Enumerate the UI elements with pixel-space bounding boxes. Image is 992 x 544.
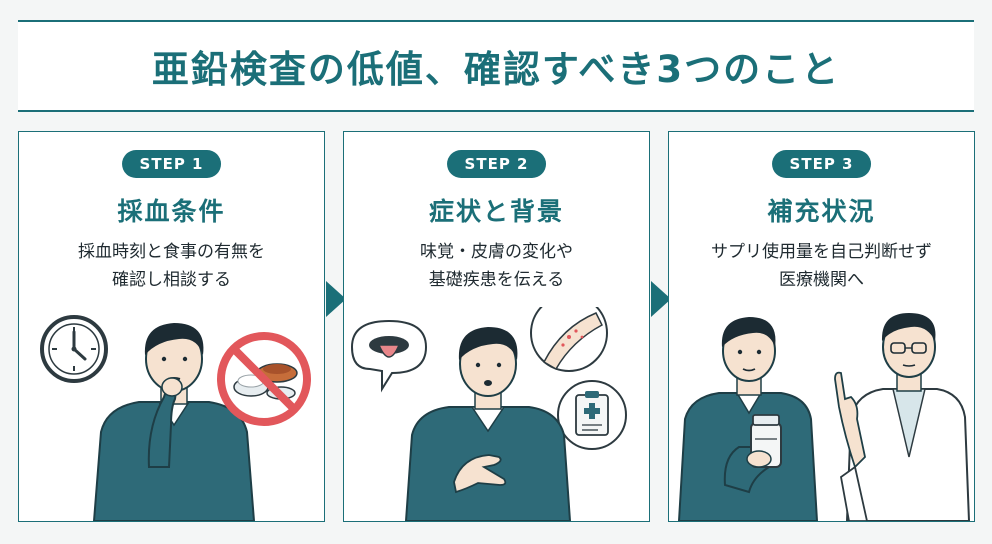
step-2-badge: STEP 2 <box>446 150 547 178</box>
worried-man-icon <box>404 327 572 521</box>
step-1-desc-line-2: 確認し相談する <box>112 270 231 290</box>
doctor-icon <box>834 313 971 521</box>
step-1-desc-line-1: 採血時刻と食事の有無を <box>78 242 265 262</box>
step-2-to-3-arrow <box>651 281 671 317</box>
step-1-panel: STEP 1 採血条件 採血時刻と食事の有無を 確認し相談する <box>18 131 325 522</box>
thinking-man-icon <box>92 323 256 521</box>
step-1-heading: 採血条件 <box>117 197 226 226</box>
step-2-heading: 症状と背景 <box>428 197 564 226</box>
prohibited-meal-icon <box>217 332 311 426</box>
step-3-panel: STEP 3 補充状況 サプリ使用量を自己判断せず 医療機関へ <box>668 131 975 522</box>
man-holding-bottle-icon <box>677 317 819 521</box>
step-3-description: サプリ使用量を自己判断せず 医療機関へ <box>669 238 974 294</box>
step-3-desc-line-1: サプリ使用量を自己判断せず <box>711 242 932 262</box>
step-2-desc-line-1: 味覚・皮膚の変化や <box>420 242 573 262</box>
step-3-heading: 補充状況 <box>767 197 876 226</box>
skin-rash-icon <box>530 307 608 372</box>
step-1-to-2-arrow <box>326 281 346 317</box>
step-1-illustration <box>40 315 311 521</box>
title-banner: 亜鉛検査の低値、確認すべき3つのこと <box>18 20 974 112</box>
step-2-description: 味覚・皮膚の変化や 基礎疾患を伝える <box>344 238 649 294</box>
clock-icon <box>40 315 108 383</box>
step-3-desc-line-2: 医療機関へ <box>779 270 864 290</box>
step-2-illustration <box>350 307 627 521</box>
medical-clipboard-icon <box>557 380 627 450</box>
step-3-badge: STEP 3 <box>771 150 872 178</box>
supplement-bottle-icon <box>746 414 782 468</box>
step-3-illustration <box>677 313 971 521</box>
tongue-icon <box>350 319 428 393</box>
step-1-description: 採血時刻と食事の有無を 確認し相談する <box>19 238 324 294</box>
step-2-desc-line-2: 基礎疾患を伝える <box>428 270 565 290</box>
step-1-badge: STEP 1 <box>121 150 222 178</box>
step-2-panel: STEP 2 症状と背景 味覚・皮膚の変化や 基礎疾患を伝える <box>343 131 650 522</box>
page-title: 亜鉛検査の低値、確認すべき3つのこと <box>151 48 841 91</box>
